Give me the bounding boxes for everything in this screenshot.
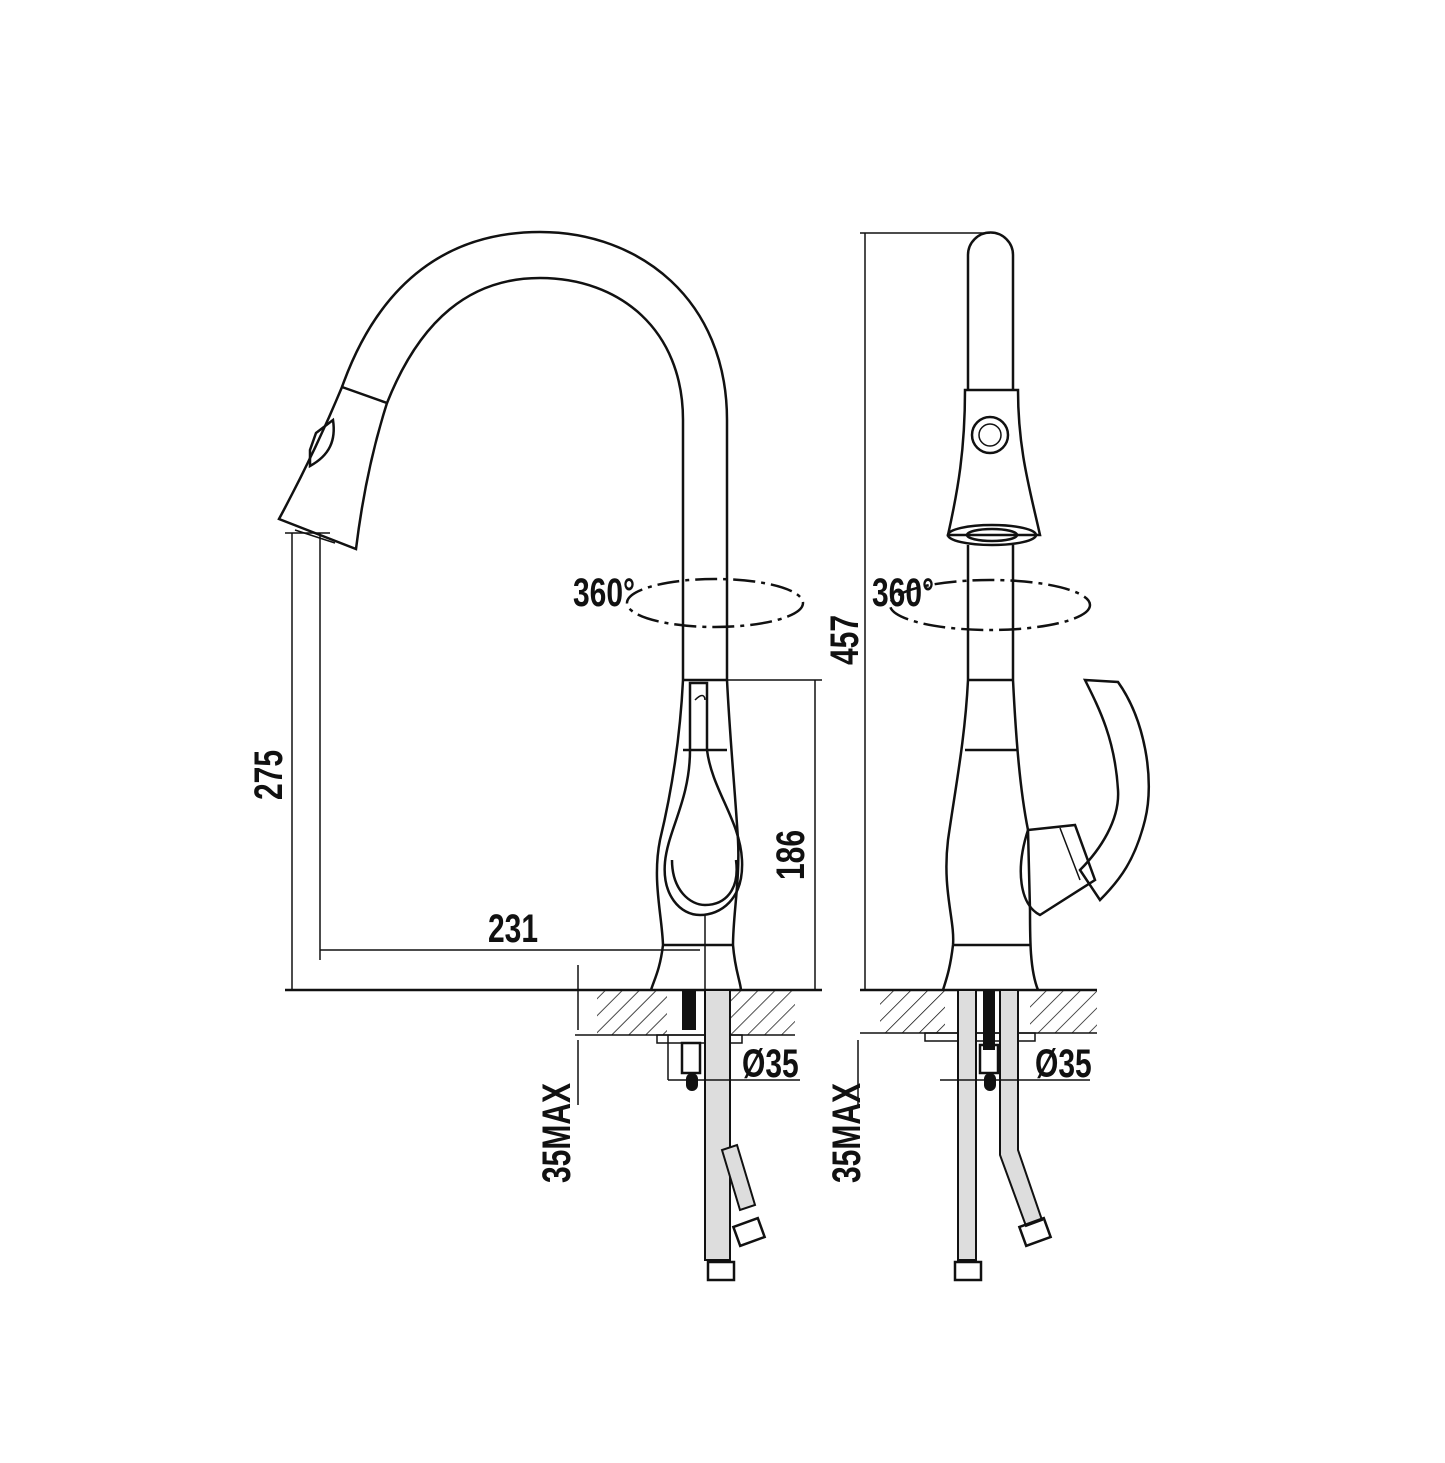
dim-hole-diameter: Ø35: [1035, 1042, 1092, 1086]
rotation-label: 360°: [872, 571, 934, 615]
hoses: [953, 989, 1053, 1282]
handle: [663, 681, 744, 917]
dim-body-height: 186: [769, 830, 813, 880]
dim-deck-thickness: 35MAX: [825, 1083, 869, 1183]
faucet-body: [941, 679, 1040, 991]
dim-total-height: 457: [823, 615, 867, 665]
countertop: [860, 988, 1097, 1042]
spout: [340, 230, 729, 682]
hose-nut: [706, 1260, 736, 1282]
rotation-ellipse: [888, 578, 1092, 632]
rotation-label: 360°: [573, 571, 635, 615]
front-view: 360°: [247, 230, 822, 1282]
dim-hole-diameter: Ø35: [742, 1042, 799, 1086]
side-view: 360° 457 Ø35 35MAX: [823, 231, 1151, 1282]
faucet-body: [649, 679, 743, 991]
hose-nut: [731, 1216, 767, 1248]
dim-reach: 231: [488, 907, 538, 951]
rotation-ellipse: [625, 577, 805, 629]
spray-head: [277, 385, 389, 551]
hoses: [680, 989, 767, 1282]
dim-deck-thickness: 35MAX: [535, 1083, 579, 1183]
countertop: [285, 988, 822, 1044]
hose-nut: [953, 1260, 983, 1282]
hose-nut: [1017, 1216, 1053, 1248]
handle: [1019, 678, 1151, 917]
dimension-lines: [857, 232, 1090, 1105]
spout: [946, 231, 1042, 682]
dim-spout-height: 275: [247, 750, 291, 800]
dimension-lines: [285, 532, 822, 1105]
